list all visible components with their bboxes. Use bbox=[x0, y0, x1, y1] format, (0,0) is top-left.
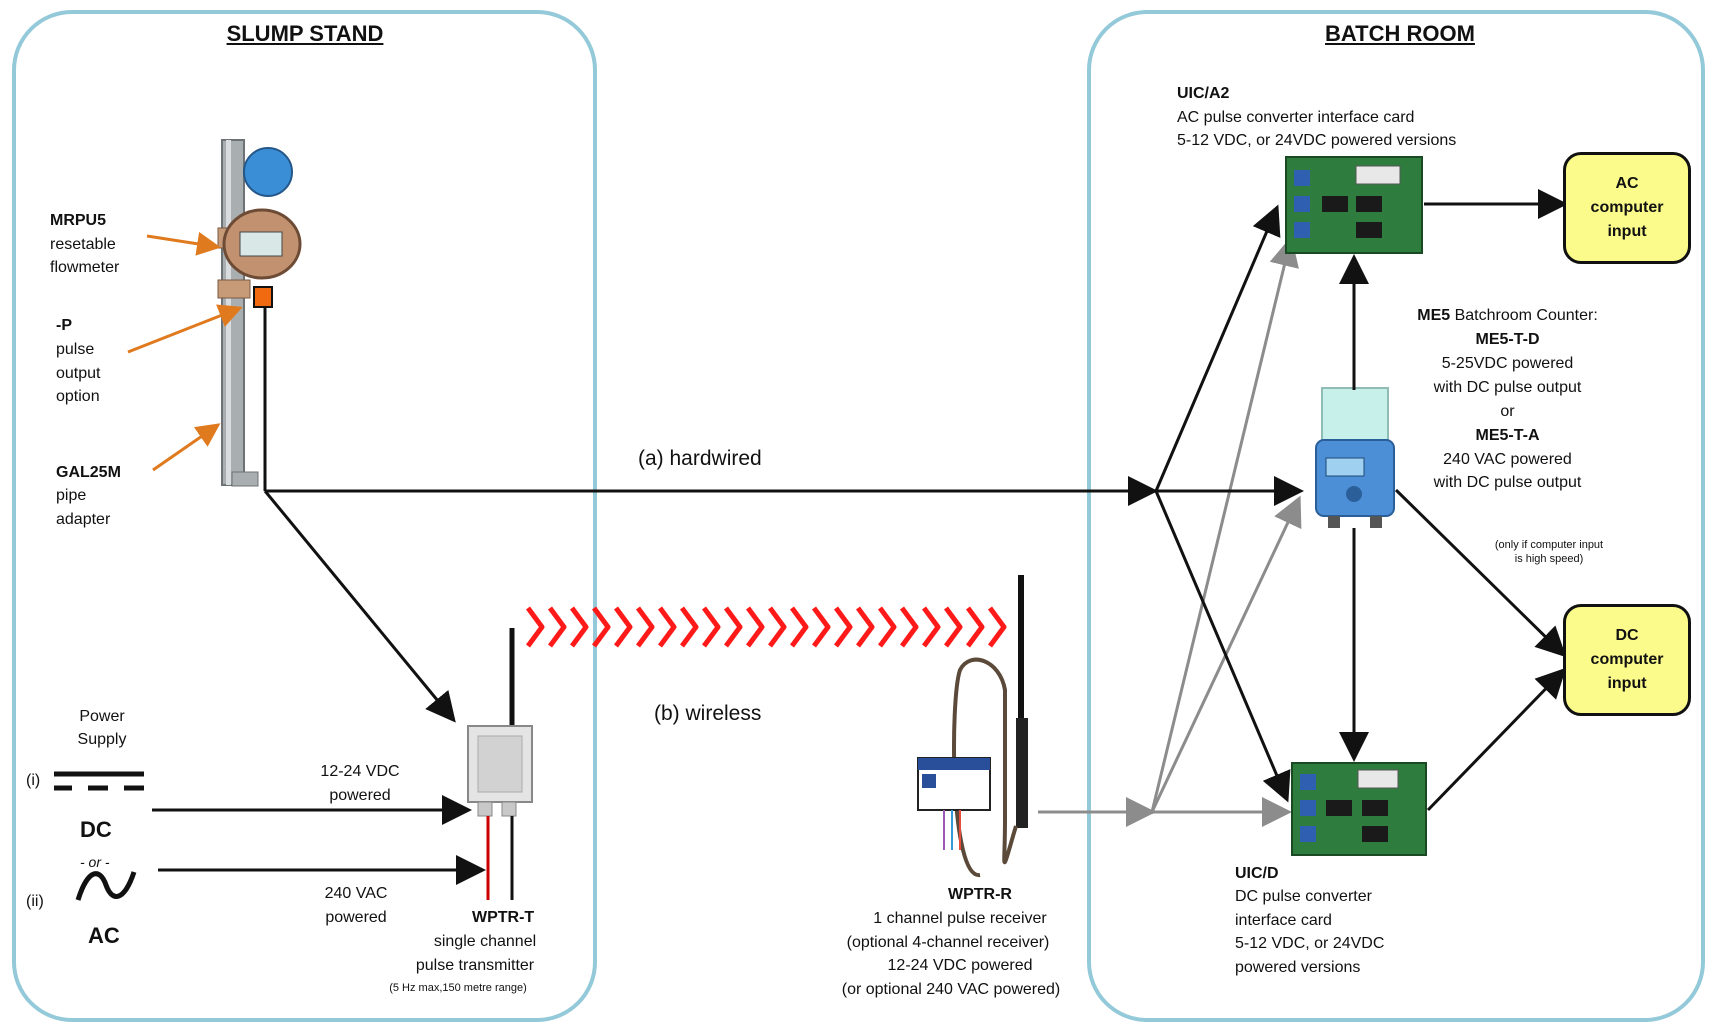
dc-symbol bbox=[54, 771, 144, 791]
power-or: - or - bbox=[80, 854, 110, 870]
transmitter-name: WPTR-T bbox=[472, 909, 535, 926]
pulse-option-desc-3: option bbox=[56, 388, 100, 405]
me5-option-2-name: ME5-T-A bbox=[1475, 427, 1540, 444]
me5-option-1-desc-1: 5-25VDC powered bbox=[1441, 355, 1574, 372]
ac-symbol bbox=[75, 871, 137, 901]
transmitter-image bbox=[467, 628, 533, 900]
me5-option-2-desc-2: with DC pulse output bbox=[1433, 474, 1582, 491]
ac-input-line-2: computer bbox=[1590, 199, 1664, 216]
wireless-signal bbox=[525, 606, 1007, 648]
uic-a2-desc-2: 5-12 VDC, or 24VDC powered versions bbox=[1177, 132, 1457, 149]
me5-option-2-desc-1: 240 VAC powered bbox=[1443, 451, 1572, 468]
me5-note-2: is high speed) bbox=[1514, 553, 1584, 565]
power-supply-title-2: Supply bbox=[77, 731, 127, 748]
pipe-adapter-desc-2: adapter bbox=[56, 511, 111, 528]
receiver-desc-4: (or optional 240 VAC powered) bbox=[841, 981, 1061, 998]
me5-option-1-desc-2: with DC pulse output bbox=[1433, 379, 1582, 396]
hardwired-label: (a) hardwired bbox=[638, 447, 762, 470]
ac-label: AC bbox=[88, 923, 120, 948]
uic-d-name: UIC/D bbox=[1235, 865, 1279, 882]
uic-d-to-dc-input-arrow bbox=[1426, 667, 1567, 812]
ac-input-line-3: input bbox=[1607, 223, 1647, 240]
transmitter-desc-2: pulse transmitter bbox=[415, 957, 535, 974]
uic-d-desc-3: 5-12 VDC, or 24VDC bbox=[1235, 935, 1385, 952]
transmitter-note: (5 Hz max,150 metre range) bbox=[389, 982, 527, 994]
uic-d-card bbox=[1291, 762, 1427, 856]
pulse-option-desc-2: output bbox=[56, 365, 101, 382]
receiver-desc-1: 1 channel pulse receiver bbox=[873, 910, 1047, 927]
slump-stand-panel bbox=[12, 10, 597, 1022]
pipe-adapter-name: GAL25M bbox=[56, 464, 121, 481]
flowmeter-name: MRPU5 bbox=[50, 212, 107, 229]
ac-power-label-1: 240 VAC bbox=[324, 885, 388, 902]
pointer-pipe-adapter bbox=[152, 423, 221, 472]
pulse-option-desc-1: pulse bbox=[56, 341, 95, 358]
pointer-pulse-option bbox=[127, 304, 243, 354]
dc-label: DC bbox=[80, 817, 112, 842]
uic-d-desc-4: powered versions bbox=[1235, 959, 1361, 976]
dc-input-line-1: DC bbox=[1615, 627, 1639, 644]
ac-input-line-1: AC bbox=[1615, 175, 1639, 192]
dc-power-label-2: powered bbox=[329, 787, 391, 804]
receiver-image bbox=[917, 575, 1028, 877]
pulse-output-marker bbox=[253, 286, 273, 308]
pipe-adapter-desc-1: pipe bbox=[56, 487, 87, 504]
dc-input-line-3: input bbox=[1607, 675, 1647, 692]
dc-input-line-2: computer bbox=[1590, 651, 1664, 668]
ac-computer-input-box: AC computer input bbox=[1563, 152, 1691, 264]
flowmeter-image bbox=[217, 139, 302, 487]
slump-stand-title: SLUMP STAND bbox=[226, 21, 384, 46]
uic-a2-card bbox=[1285, 156, 1423, 254]
flowmeter-desc-2: flowmeter bbox=[50, 259, 120, 276]
receiver-name: WPTR-R bbox=[948, 886, 1012, 903]
me5-note-1: (only if computer input bbox=[1494, 539, 1604, 551]
power-option-2: (ii) bbox=[26, 893, 44, 910]
me5-heading: ME5 Batchroom Counter: bbox=[1417, 307, 1598, 324]
dc-power-label-1: 12-24 VDC bbox=[320, 763, 400, 780]
flowmeter-desc-1: resetable bbox=[50, 236, 116, 253]
batch-room-panel bbox=[1087, 10, 1705, 1022]
me5-option-1-name: ME5-T-D bbox=[1475, 331, 1540, 348]
batch-room-title: BATCH ROOM bbox=[1325, 21, 1475, 46]
black-to-uic-a2 bbox=[1154, 204, 1281, 492]
me5-or: or bbox=[1500, 403, 1515, 420]
black-to-uic-d bbox=[1154, 490, 1291, 803]
receiver-desc-3: 12-24 VDC powered bbox=[887, 957, 1033, 974]
pulse-option-name: -P bbox=[56, 317, 72, 334]
uic-d-desc-2: interface card bbox=[1235, 912, 1332, 929]
power-option-1: (i) bbox=[26, 772, 41, 789]
me5-counter-image bbox=[1315, 387, 1395, 528]
dc-computer-input-box: DC computer input bbox=[1563, 604, 1691, 716]
flowmeter-to-transmitter-arrow bbox=[263, 490, 456, 723]
ac-power-label-2: powered bbox=[325, 909, 387, 926]
me5-to-dc-input-arrow bbox=[1394, 488, 1567, 658]
grey-to-uic-a2 bbox=[1150, 236, 1299, 813]
uic-d-desc-1: DC pulse converter bbox=[1235, 888, 1372, 905]
wireless-label: (b) wireless bbox=[654, 702, 762, 725]
transmitter-desc-1: single channel bbox=[433, 933, 537, 950]
uic-a2-desc-1: AC pulse converter interface card bbox=[1177, 109, 1415, 126]
receiver-desc-2: (optional 4-channel receiver) bbox=[846, 934, 1050, 951]
uic-a2-name: UIC/A2 bbox=[1177, 85, 1230, 102]
pointer-flowmeter bbox=[146, 231, 221, 256]
power-supply-title-1: Power bbox=[79, 708, 125, 725]
